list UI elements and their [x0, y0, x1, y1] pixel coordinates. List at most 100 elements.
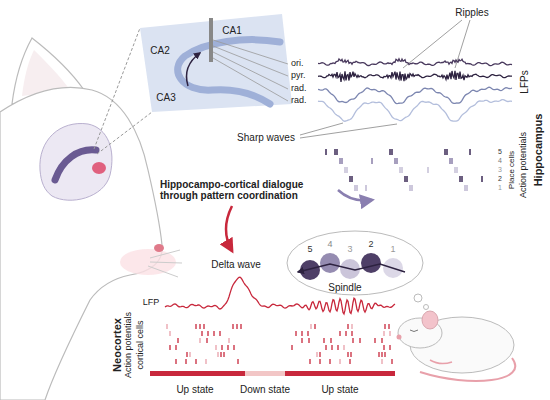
spike-tick — [207, 331, 208, 336]
dialogue-arrow — [226, 206, 232, 251]
spike-tick — [388, 324, 389, 329]
thought-bubble — [287, 231, 423, 295]
spike-tick — [343, 345, 344, 350]
spike-tick — [325, 149, 327, 155]
spike-tick — [461, 176, 463, 182]
spike-tick — [199, 324, 200, 329]
spike-tick — [406, 176, 408, 182]
spike-tick — [199, 338, 200, 343]
spike-tick — [409, 185, 411, 191]
spike-tick — [344, 167, 346, 173]
cell-number: 5 — [498, 148, 502, 156]
cell-label: cortical cells — [136, 320, 146, 369]
spike-tick — [308, 338, 309, 343]
spike-tick — [384, 352, 385, 357]
spike-tick — [291, 345, 292, 350]
spike-tick — [221, 345, 222, 350]
thought-dot — [414, 294, 422, 302]
spike-tick — [237, 359, 238, 364]
signal-label: LFPs — [519, 70, 530, 93]
spike-tick — [240, 324, 241, 329]
spike-tick — [394, 158, 396, 164]
spike-tick — [384, 324, 385, 329]
area-label: Hippocampus — [532, 114, 544, 187]
spike-tick — [339, 359, 340, 364]
cell-number: 4 — [498, 157, 502, 165]
spike-tick — [378, 352, 379, 357]
layer-label: rad. — [291, 96, 307, 106]
spike-tick — [391, 359, 392, 364]
spike-tick — [352, 338, 353, 343]
spike-tick — [356, 185, 358, 191]
spike-tick — [349, 359, 350, 364]
cell-number: 5 — [307, 245, 312, 255]
spike-tick — [347, 324, 348, 329]
signal-label: LFP — [143, 298, 160, 308]
spike-tick — [381, 359, 382, 364]
area-label: Neocortex — [111, 318, 123, 372]
spike-tick — [374, 338, 375, 343]
up-state-bar — [150, 371, 245, 376]
cell-number: 4 — [327, 240, 332, 250]
spike-tick — [316, 352, 317, 357]
spike-tick — [334, 149, 336, 155]
thought-dot — [424, 305, 429, 310]
leader-line — [213, 58, 288, 101]
brain — [40, 123, 112, 200]
spike-tick — [215, 345, 216, 350]
spike-tick — [454, 167, 456, 173]
spike-tick — [351, 331, 352, 336]
leader-line — [213, 52, 288, 89]
cell-number: 3 — [347, 245, 352, 255]
cat-head — [0, 87, 162, 400]
spike-tick — [391, 149, 393, 155]
spike-tick — [201, 331, 202, 336]
spike-tick — [323, 338, 324, 343]
spike-tick — [233, 345, 234, 350]
callout-label: Sharp waves — [237, 132, 295, 143]
spike-tick — [339, 158, 341, 164]
zoom-line — [94, 28, 140, 149]
spike-tick — [449, 158, 451, 164]
rat-paw — [430, 360, 452, 364]
spike-tick — [383, 345, 384, 350]
spike-tick — [319, 359, 320, 364]
spike-tick — [381, 352, 382, 357]
spike-tick — [389, 149, 391, 155]
cell-number: 2 — [368, 240, 373, 250]
spike-tick — [314, 324, 315, 329]
spike-tick — [481, 176, 483, 182]
spike-tick — [444, 149, 446, 155]
spike-tick — [169, 331, 170, 336]
dialogue-arrow — [338, 190, 372, 201]
spike-tick — [459, 176, 461, 182]
spike-tick — [330, 338, 331, 343]
spike-tick — [466, 185, 468, 191]
recording-probe — [209, 18, 213, 62]
spike-tick — [319, 352, 320, 357]
rat-eye — [410, 330, 418, 332]
lfp-trace — [318, 71, 512, 82]
layer-label: pyr. — [291, 71, 306, 81]
cell-number: 1 — [498, 184, 502, 192]
spike-tick — [399, 167, 401, 173]
spike-tick — [351, 176, 353, 182]
spike-tick — [354, 185, 356, 191]
spike-tick — [219, 331, 220, 336]
spike-tick — [381, 338, 382, 343]
spike-tick — [401, 167, 403, 173]
spike-tick — [389, 345, 390, 350]
spike-tick — [175, 359, 176, 364]
spike-tick — [383, 331, 384, 336]
spike-tick — [427, 167, 429, 173]
whisker — [150, 250, 180, 258]
spike-tick — [329, 359, 330, 364]
spike-tick — [228, 338, 229, 343]
state-label: Down state — [240, 384, 290, 395]
leader-line — [300, 124, 397, 138]
spike-tick — [169, 345, 170, 350]
hippocampus-section — [140, 14, 292, 112]
cat-nose — [154, 244, 164, 252]
spike-tick — [189, 352, 190, 357]
region-label: CA1 — [222, 25, 241, 36]
